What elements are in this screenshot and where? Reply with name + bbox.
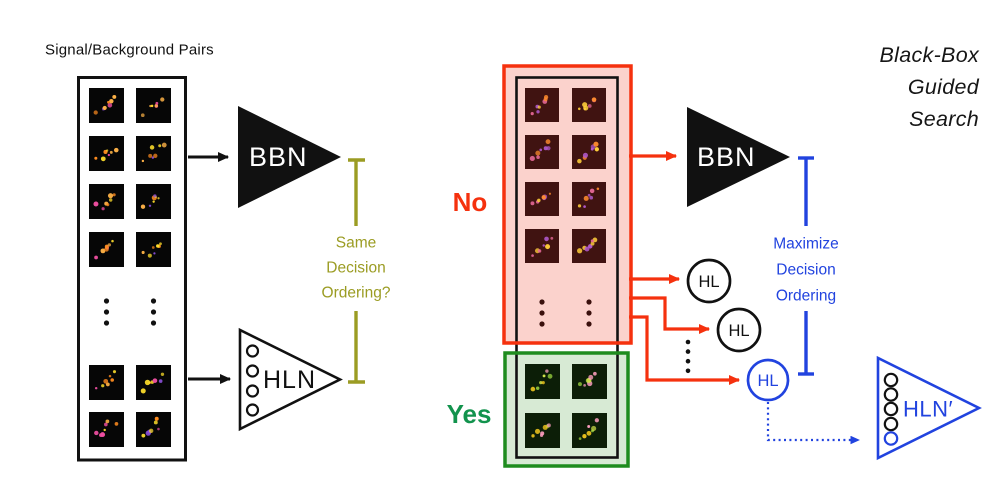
hln-prime-triangle bbox=[876, 355, 982, 461]
signal-background-box bbox=[77, 76, 187, 462]
figure-title-line-2: Guided bbox=[908, 75, 980, 99]
no-region-border bbox=[502, 64, 633, 345]
left-panel-title: Signal/Background Pairs bbox=[45, 42, 214, 59]
hln-prime-node-icon bbox=[883, 401, 899, 417]
branch-no-label: No bbox=[453, 187, 488, 217]
hln-prime-node-icon bbox=[883, 387, 899, 402]
hln-prime-node-icon bbox=[883, 416, 899, 432]
arrow-no-to-hl3 bbox=[629, 315, 741, 385]
hln-node-icon bbox=[245, 403, 260, 417]
hln-left-label: HLN bbox=[263, 366, 316, 394]
bbn-right-label: BBN bbox=[697, 142, 756, 172]
arrow-no-to-hl2 bbox=[629, 296, 711, 334]
hl-node-2-label: HL bbox=[728, 322, 749, 340]
candidate-pairs-box bbox=[515, 76, 619, 459]
bbn-left-triangle bbox=[238, 106, 341, 208]
question-line-1: Same bbox=[336, 235, 377, 252]
hln-node-icon bbox=[245, 344, 260, 358]
objective-line-1: Maximize bbox=[773, 236, 838, 253]
sample-image-tiles bbox=[89, 88, 691, 448]
hln-node-icon bbox=[245, 384, 260, 398]
hl-node-2 bbox=[716, 307, 762, 353]
hln-prime-node-icon bbox=[883, 372, 899, 388]
hln-prime-label: HLN′ bbox=[903, 397, 953, 422]
yes-region-border bbox=[503, 351, 630, 468]
arrow-hl-to-hln-prime bbox=[766, 402, 860, 445]
figure-title-line-1: Black-Box bbox=[880, 43, 980, 67]
question-line-2: Decision bbox=[326, 260, 385, 277]
bbn-right-triangle bbox=[687, 107, 790, 207]
hl-node-1-label: HL bbox=[698, 273, 719, 291]
bbn-left-label: BBN bbox=[249, 142, 308, 172]
hl-node-3 bbox=[746, 358, 790, 402]
question-line-3: Ordering? bbox=[322, 285, 391, 302]
figure-title-line-3: Search bbox=[909, 107, 979, 131]
objective-line-3: Ordering bbox=[776, 288, 836, 305]
hln-left-triangle bbox=[238, 327, 343, 432]
hl-node-1 bbox=[686, 258, 732, 304]
hln-prime-node-icon-blue bbox=[883, 431, 899, 446]
branch-yes-label: Yes bbox=[447, 399, 492, 429]
objective-line-2: Decision bbox=[776, 262, 835, 279]
yes-region-fill bbox=[505, 353, 628, 466]
hl-node-3-label: HL bbox=[757, 372, 778, 390]
no-region-fill bbox=[504, 66, 631, 343]
hln-node-icon bbox=[245, 364, 260, 378]
